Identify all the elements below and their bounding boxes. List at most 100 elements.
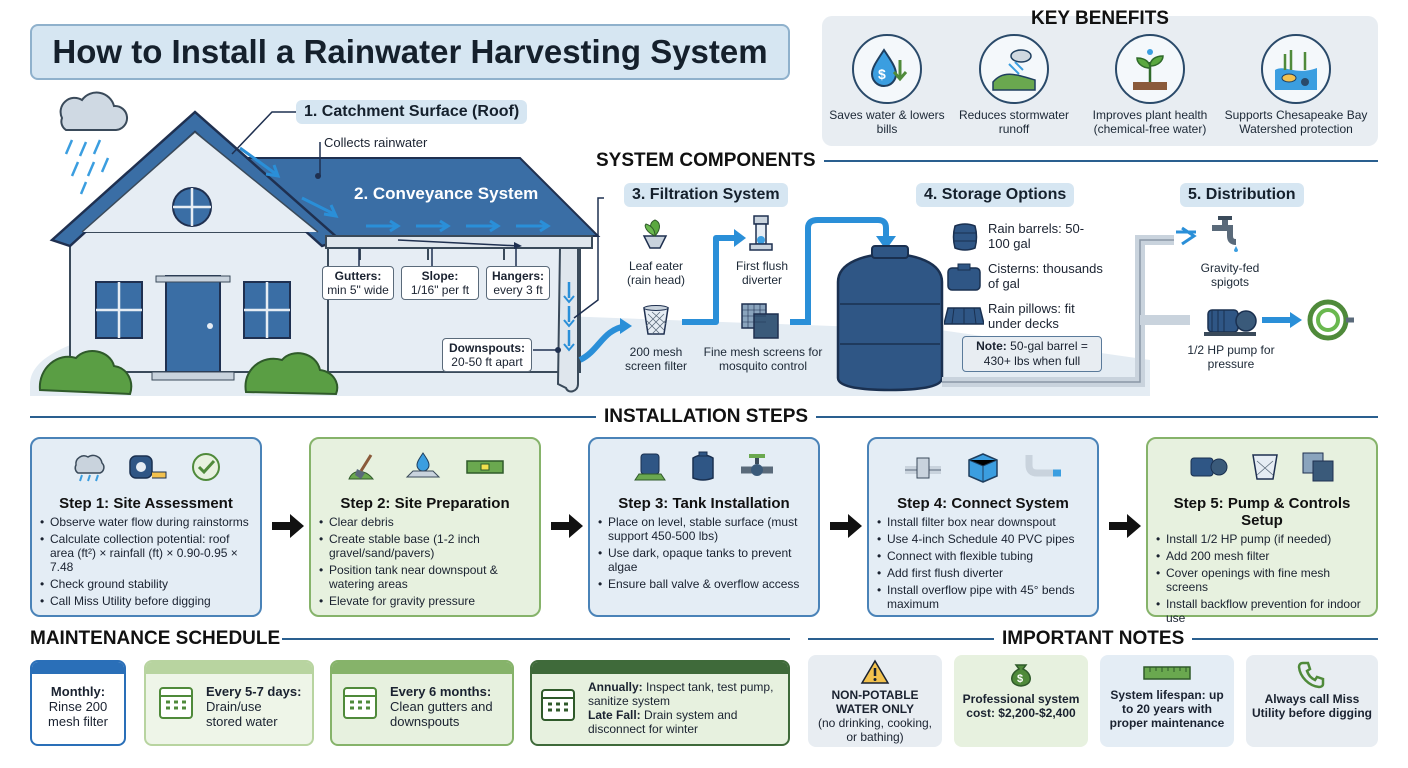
leaf-eater-label: Leaf eater (rain head) — [626, 259, 686, 287]
calendar-icon — [159, 687, 193, 719]
storage-option-pillows: Rain pillows: fit under decks — [988, 301, 1075, 331]
calendar-icon — [541, 689, 575, 721]
checkmark-icon — [190, 451, 222, 488]
step-4-title: Step 4: Connect System — [897, 495, 1069, 512]
step-4-item: Add first flush diverter — [877, 566, 1089, 580]
late-fall-text: Drain system and disconnect for winter — [588, 708, 738, 736]
gutters-value: min 5" wide — [327, 283, 389, 297]
warning-icon — [860, 659, 890, 684]
downspouts-name: Downspouts: — [449, 341, 525, 355]
installation-heading: INSTALLATION STEPS — [596, 406, 817, 428]
step-4-item: Install overflow pipe with 45° bends max… — [877, 583, 1089, 611]
water-base-icon — [403, 451, 443, 488]
slope-callout: Slope:1/16" per ft — [401, 266, 479, 300]
leaf-eater-icon — [640, 218, 670, 257]
benefit-bay-protection: Supports Chesapeake Bay Watershed protec… — [1216, 34, 1376, 136]
conveyance-label: 2. Conveyance System — [354, 184, 539, 203]
step-arrow-icon — [830, 514, 862, 538]
runoff-icon — [979, 34, 1049, 104]
pipe-to-filter — [578, 323, 627, 363]
step-1-card: Step 1: Site Assessment Observe water fl… — [30, 437, 262, 617]
svg-text:$: $ — [878, 66, 886, 82]
step-5-item: Install backflow prevention for indoor u… — [1156, 597, 1368, 625]
garage-wall — [299, 235, 581, 373]
calendar-icon — [343, 687, 377, 719]
step-4-item: Use 4-inch Schedule 40 PVC pipes — [877, 532, 1089, 546]
maintenance-line — [282, 638, 790, 640]
filtration-label: 3. Filtration System — [624, 183, 788, 207]
page-title: How to Install a Rainwater Harvesting Sy… — [30, 24, 790, 80]
left-bush — [38, 350, 133, 396]
step-2-title: Step 2: Site Preparation — [340, 495, 510, 512]
hangers-callout: Hangers:every 3 ft — [486, 266, 550, 300]
benefit-label: Reduces stormwater runoff — [958, 108, 1070, 136]
monthly-label: Monthly: — [50, 684, 106, 699]
benefit-label: Improves plant health (chemical-free wat… — [1092, 108, 1208, 136]
elbow-pipe-icon — [1023, 451, 1063, 488]
hangers-value: every 3 ft — [493, 283, 543, 297]
dark-tank-icon — [689, 450, 717, 489]
pump-label: 1/2 HP pump for pressure — [1187, 343, 1275, 371]
gutters-name: Gutters: — [334, 269, 382, 283]
rain-icon — [70, 451, 106, 488]
note-miss-utility-bold: Always call Miss Utility before digging — [1252, 692, 1372, 720]
maintenance-every-6-months: Every 6 months:Clean gutters and downspo… — [330, 660, 514, 746]
maintenance-monthly: Monthly:Rinse 200 mesh filter — [30, 660, 126, 746]
key-benefits-heading: KEY BENEFITS — [1031, 8, 1169, 29]
step-4-item: Connect with flexible tubing — [877, 549, 1089, 563]
water-dollar-icon: $ — [852, 34, 922, 104]
system-diagram — [30, 91, 1302, 396]
annual-label: Annually: — [588, 680, 643, 694]
every-6-months-label: Every 6 months: — [390, 684, 492, 699]
filter-box-icon — [965, 450, 1001, 489]
tank-on-base-icon — [633, 450, 667, 489]
note-non-potable-bold: NON-POTABLE WATER ONLY — [831, 688, 919, 716]
step-arrow-icon — [1109, 514, 1141, 538]
step-1-item: Check ground stability — [40, 577, 252, 591]
shovel-debris-icon — [345, 451, 381, 488]
step-3-item: Ensure ball valve & overflow access — [598, 577, 810, 591]
step-arrow-icon — [551, 514, 583, 538]
rain-cloud-icon — [59, 91, 128, 195]
annual-text: Inspect tank, test pump, sanitize system — [588, 680, 774, 708]
right-bush — [244, 352, 339, 396]
note-lifespan: System lifespan: up to 20 years with pro… — [1100, 655, 1234, 747]
benefit-label: Saves water & lowers bills — [829, 108, 945, 136]
step-1-title: Step 1: Site Assessment — [59, 495, 233, 512]
step-2-item: Position tank near downspout & watering … — [319, 563, 531, 591]
note-non-potable: NON-POTABLE WATER ONLY(no drinking, cook… — [808, 655, 942, 747]
maintenance-every-5-7-days: Every 5-7 days:Drain/use stored water — [144, 660, 314, 746]
step-3-item: Place on level, stable surface (must sup… — [598, 515, 810, 543]
notes-heading: IMPORTANT NOTES — [994, 628, 1193, 650]
pipe-fitting-icon — [903, 452, 943, 487]
step-1-item: Calculate collection potential: roof are… — [40, 532, 252, 574]
flow-arrows — [239, 146, 551, 233]
mesh-filter-label: 200 mesh screen filter — [624, 345, 688, 373]
pump-icon — [1189, 452, 1229, 487]
ball-valve-icon — [739, 452, 775, 487]
gutters-callout: Gutters:min 5" wide — [322, 266, 394, 300]
storage-option-barrels: Rain barrels: 50-100 gal — [988, 221, 1085, 251]
benefit-runoff: Reduces stormwater runoff — [945, 34, 1083, 136]
note-cost: $ Professional system cost: $2,200-$2,40… — [954, 655, 1088, 747]
maintenance-annual: Annually: Inspect tank, test pump, sanit… — [530, 660, 790, 746]
step-5-item: Cover openings with fine mesh screens — [1156, 566, 1368, 594]
bay-wildlife-icon — [1261, 34, 1331, 104]
gutter — [325, 235, 593, 249]
benefit-plant-health: Improves plant health (chemical-free wat… — [1081, 34, 1219, 136]
first-flush-label: First flush diverter — [735, 259, 788, 287]
step-2-item: Create stable base (1-2 inch gravel/sand… — [319, 532, 531, 560]
step-1-item: Observe water flow during rainstorms — [40, 515, 252, 529]
step-2-card: Step 2: Site Preparation Clear debris Cr… — [309, 437, 541, 617]
late-fall-label: Late Fall: — [588, 708, 641, 722]
rain-barrel-icon — [952, 222, 978, 257]
catchment-caption: Collects rainwater — [324, 135, 428, 150]
fine-mesh-icon — [1301, 451, 1335, 488]
level-tool-icon — [465, 457, 505, 482]
step-3-title: Step 3: Tank Installation — [618, 495, 790, 512]
first-flush-icon — [746, 214, 776, 259]
note-non-potable-text: (no drinking, cooking, or bathing) — [817, 716, 933, 744]
distribution-label: 5. Distribution — [1180, 183, 1304, 207]
mesh-filter-icon — [1251, 451, 1279, 488]
storage-option-cisterns: Cisterns: thousands of gal — [988, 261, 1103, 291]
